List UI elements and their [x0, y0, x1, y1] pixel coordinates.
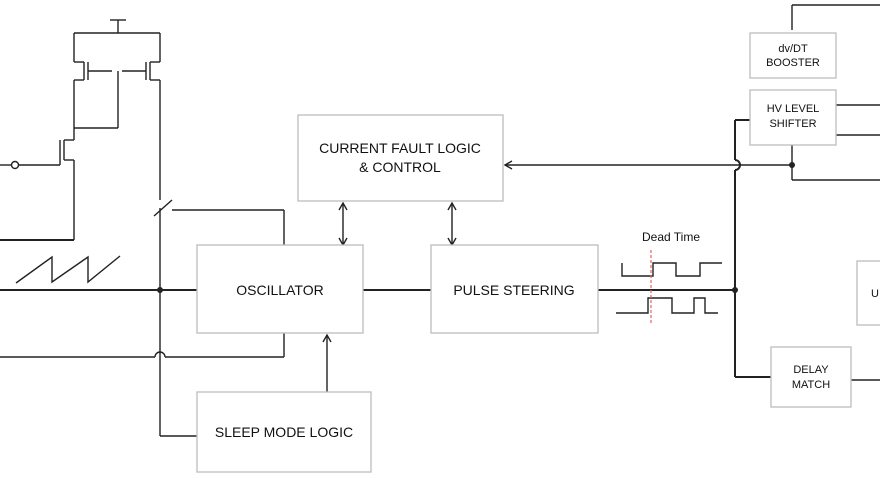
hv-level-shifter-block: HV LEVEL SHIFTER	[749, 89, 837, 146]
current-fault-line2: & CONTROL	[359, 159, 441, 175]
current-fault-line1: CURRENT FAULT LOGIC	[319, 140, 481, 156]
dvdt-booster-block: dv/DT BOOSTER	[749, 32, 837, 79]
dvdt-line1: dv/DT	[778, 43, 808, 55]
sleep-mode-logic-block: SLEEP MODE LOGIC	[196, 391, 372, 473]
dead-time-waveforms: Dead Time	[616, 230, 722, 325]
oscillator-label: OSCILLATOR	[236, 282, 323, 298]
sleep-mode-label: SLEEP MODE LOGIC	[215, 424, 353, 440]
dvdt-line2: BOOSTER	[766, 57, 820, 69]
delay-match-line1: DELAY	[793, 364, 829, 376]
pulse-steering-block: PULSE STEERING	[430, 244, 599, 334]
hv-shifter-line1: HV LEVEL	[767, 103, 820, 115]
delay-match-line2: MATCH	[792, 379, 830, 391]
sawtooth-waveform	[15, 255, 121, 284]
partial-right-block: U	[856, 260, 880, 326]
hv-shifter-line2: SHIFTER	[769, 118, 816, 130]
partial-right-label: U	[871, 288, 879, 300]
pulse-steering-label: PULSE STEERING	[453, 282, 574, 298]
current-fault-logic-block: CURRENT FAULT LOGIC & CONTROL	[297, 114, 504, 202]
current-mirror-circuit	[0, 19, 173, 290]
delay-match-block: DELAY MATCH	[770, 346, 852, 408]
signal-wires	[0, 4, 880, 437]
oscillator-block: OSCILLATOR	[196, 244, 364, 334]
dead-time-label: Dead Time	[642, 230, 700, 244]
